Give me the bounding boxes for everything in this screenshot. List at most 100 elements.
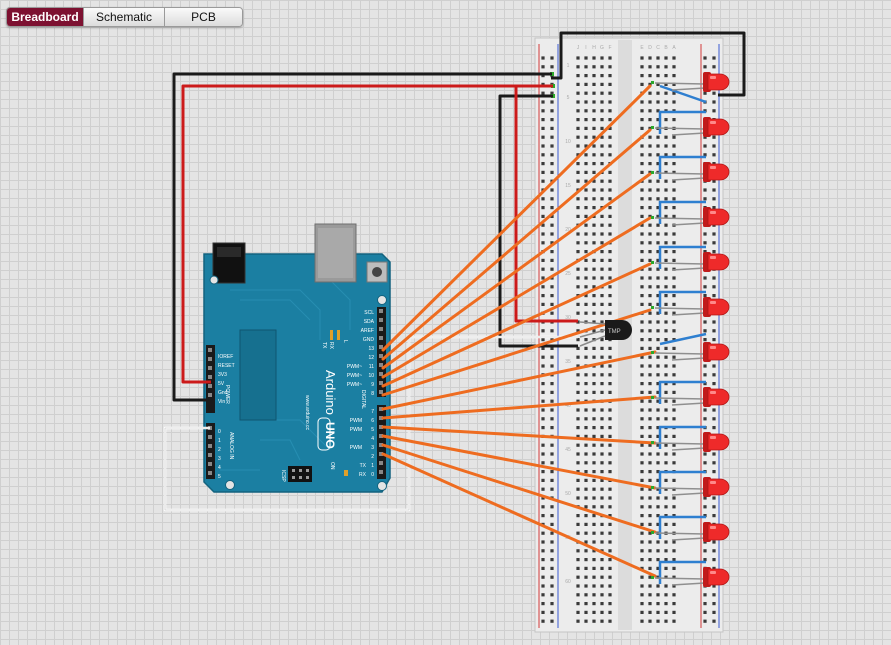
- breadboard-hole[interactable]: [656, 355, 660, 359]
- breadboard-hole[interactable]: [656, 162, 660, 166]
- breadboard-hole[interactable]: [648, 241, 652, 245]
- breadboard-hole[interactable]: [584, 74, 588, 78]
- breadboard-hole[interactable]: [648, 109, 652, 113]
- breadboard-hole[interactable]: [600, 82, 604, 86]
- breadboard-hole[interactable]: [592, 302, 596, 306]
- breadboard-hole[interactable]: [664, 311, 668, 315]
- breadboard-hole[interactable]: [608, 91, 612, 95]
- breadboard-hole[interactable]: [672, 153, 676, 157]
- breadboard-hole[interactable]: [550, 100, 554, 104]
- breadboard-hole[interactable]: [648, 399, 652, 403]
- breadboard-hole[interactable]: [672, 329, 676, 333]
- breadboard-hole[interactable]: [656, 619, 660, 623]
- breadboard-hole[interactable]: [608, 461, 612, 465]
- wire-signal-orange[interactable]: [381, 443, 657, 534]
- breadboard-hole[interactable]: [576, 91, 580, 95]
- breadboard-hole[interactable]: [640, 285, 644, 289]
- breadboard-hole[interactable]: [550, 197, 554, 201]
- breadboard-hole[interactable]: [712, 558, 716, 562]
- breadboard-hole[interactable]: [703, 452, 707, 456]
- breadboard-hole[interactable]: [648, 162, 652, 166]
- breadboard-hole[interactable]: [648, 426, 652, 430]
- breadboard-hole[interactable]: [664, 408, 668, 412]
- breadboard-hole[interactable]: [576, 162, 580, 166]
- header-pin[interactable]: [379, 452, 383, 456]
- breadboard-hole[interactable]: [648, 232, 652, 236]
- breadboard-hole[interactable]: [640, 100, 644, 104]
- led[interactable]: [651, 245, 730, 272]
- breadboard-hole[interactable]: [584, 109, 588, 113]
- wire-signal-orange[interactable]: [381, 434, 657, 490]
- breadboard-hole[interactable]: [592, 408, 596, 412]
- breadboard-hole[interactable]: [640, 294, 644, 298]
- wire-gnd-black[interactable]: [172, 72, 552, 402]
- breadboard-hole[interactable]: [550, 267, 554, 271]
- breadboard-hole[interactable]: [712, 109, 716, 113]
- breadboard-hole[interactable]: [640, 364, 644, 368]
- arduino-uno-board[interactable]: Arduino UNO www.arduino.cc POWER ANALOG …: [203, 223, 391, 493]
- breadboard-hole[interactable]: [576, 250, 580, 254]
- breadboard-hole[interactable]: [592, 206, 596, 210]
- header-pin[interactable]: [379, 434, 383, 438]
- breadboard-hole[interactable]: [703, 232, 707, 236]
- breadboard-hole[interactable]: [576, 478, 580, 482]
- breadboard-hole[interactable]: [712, 619, 716, 623]
- breadboard-hole[interactable]: [640, 346, 644, 350]
- breadboard-hole[interactable]: [600, 250, 604, 254]
- breadboard-hole[interactable]: [584, 514, 588, 518]
- breadboard-hole[interactable]: [648, 294, 652, 298]
- breadboard-hole[interactable]: [584, 558, 588, 562]
- breadboard-hole[interactable]: [712, 197, 716, 201]
- breadboard-hole[interactable]: [648, 417, 652, 421]
- breadboard-hole[interactable]: [664, 65, 668, 69]
- breadboard-hole[interactable]: [584, 144, 588, 148]
- breadboard-hole[interactable]: [541, 267, 545, 271]
- breadboard-hole[interactable]: [600, 593, 604, 597]
- breadboard-hole[interactable]: [640, 373, 644, 377]
- breadboard-hole[interactable]: [576, 267, 580, 271]
- breadboard-hole[interactable]: [550, 302, 554, 306]
- breadboard-hole[interactable]: [592, 329, 596, 333]
- breadboard-hole[interactable]: [664, 487, 668, 491]
- breadboard-hole[interactable]: [584, 602, 588, 606]
- breadboard-hole[interactable]: [672, 399, 676, 403]
- breadboard-hole[interactable]: [648, 610, 652, 614]
- breadboard-hole[interactable]: [640, 496, 644, 500]
- breadboard-hole[interactable]: [584, 65, 588, 69]
- breadboard-hole[interactable]: [648, 188, 652, 192]
- breadboard-hole[interactable]: [550, 566, 554, 570]
- wire-gnd-loop[interactable]: [551, 31, 746, 97]
- breadboard-hole[interactable]: [703, 549, 707, 553]
- breadboard-hole[interactable]: [550, 522, 554, 526]
- breadboard-hole[interactable]: [576, 514, 580, 518]
- breadboard-hole[interactable]: [608, 223, 612, 227]
- breadboard-hole[interactable]: [600, 408, 604, 412]
- breadboard-hole[interactable]: [672, 346, 676, 350]
- breadboard-hole[interactable]: [640, 434, 644, 438]
- breadboard-hole[interactable]: [648, 338, 652, 342]
- breadboard-hole[interactable]: [600, 584, 604, 588]
- breadboard-hole[interactable]: [656, 267, 660, 271]
- led[interactable]: [651, 200, 730, 227]
- breadboard-hole[interactable]: [648, 267, 652, 271]
- breadboard-hole[interactable]: [672, 144, 676, 148]
- breadboard-hole[interactable]: [592, 170, 596, 174]
- breadboard-hole[interactable]: [584, 610, 588, 614]
- breadboard-hole[interactable]: [664, 382, 668, 386]
- breadboard-hole[interactable]: [584, 496, 588, 500]
- breadboard-hole[interactable]: [703, 188, 707, 192]
- breadboard-hole[interactable]: [592, 109, 596, 113]
- breadboard-hole[interactable]: [550, 602, 554, 606]
- breadboard-hole[interactable]: [664, 285, 668, 289]
- breadboard-hole[interactable]: [592, 470, 596, 474]
- breadboard-hole[interactable]: [576, 56, 580, 60]
- breadboard-hole[interactable]: [608, 285, 612, 289]
- breadboard-hole[interactable]: [592, 100, 596, 104]
- breadboard-hole[interactable]: [550, 487, 554, 491]
- breadboard-hole[interactable]: [608, 382, 612, 386]
- breadboard-hole[interactable]: [584, 487, 588, 491]
- breadboard-hole[interactable]: [608, 109, 612, 113]
- breadboard-hole[interactable]: [712, 496, 716, 500]
- breadboard-hole[interactable]: [600, 153, 604, 157]
- breadboard-hole[interactable]: [608, 549, 612, 553]
